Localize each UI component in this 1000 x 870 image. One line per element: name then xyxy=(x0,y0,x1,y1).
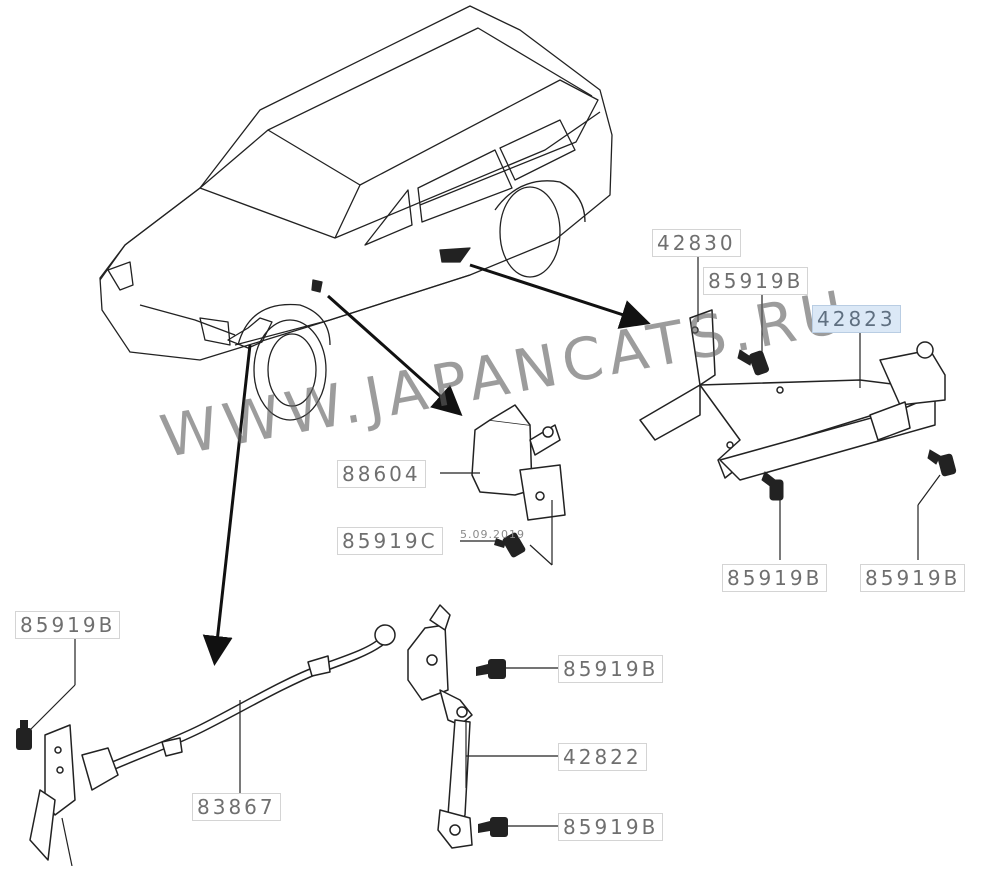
height-sensor-bracket-assembly xyxy=(639,309,946,481)
part-label-83867[interactable]: 83867 xyxy=(192,793,281,821)
part-label-88604[interactable]: 88604 xyxy=(337,460,426,488)
part-label-42823[interactable]: 42823 xyxy=(812,305,901,333)
part-label-42830[interactable]: 42830 xyxy=(652,229,741,257)
leader-lines xyxy=(29,255,941,867)
part-label-85919b-right[interactable]: 85919B xyxy=(860,564,966,592)
part-label-85919b-lever-top[interactable]: 85919B xyxy=(558,655,664,683)
part-label-85919c[interactable]: 85919C xyxy=(337,527,443,555)
sensor-module xyxy=(471,404,566,521)
vehicle-outline xyxy=(99,5,613,421)
part-label-85919b-top[interactable]: 85919B xyxy=(703,267,809,295)
pointer-arrows xyxy=(202,263,651,666)
bolt-left xyxy=(16,720,32,750)
lever-link xyxy=(407,604,473,849)
left-bracket xyxy=(29,724,76,861)
part-label-85919b-mid[interactable]: 85919B xyxy=(722,564,828,592)
part-label-85919b-left[interactable]: 85919B xyxy=(15,611,121,639)
part-label-42822[interactable]: 42822 xyxy=(558,743,647,771)
bolts-lever xyxy=(476,659,508,837)
date-stamp: 5.09.2019 xyxy=(460,528,525,541)
wire-harness xyxy=(81,624,396,791)
part-label-85919b-lever-bottom[interactable]: 85919B xyxy=(558,813,664,841)
bolts-right xyxy=(737,349,957,501)
